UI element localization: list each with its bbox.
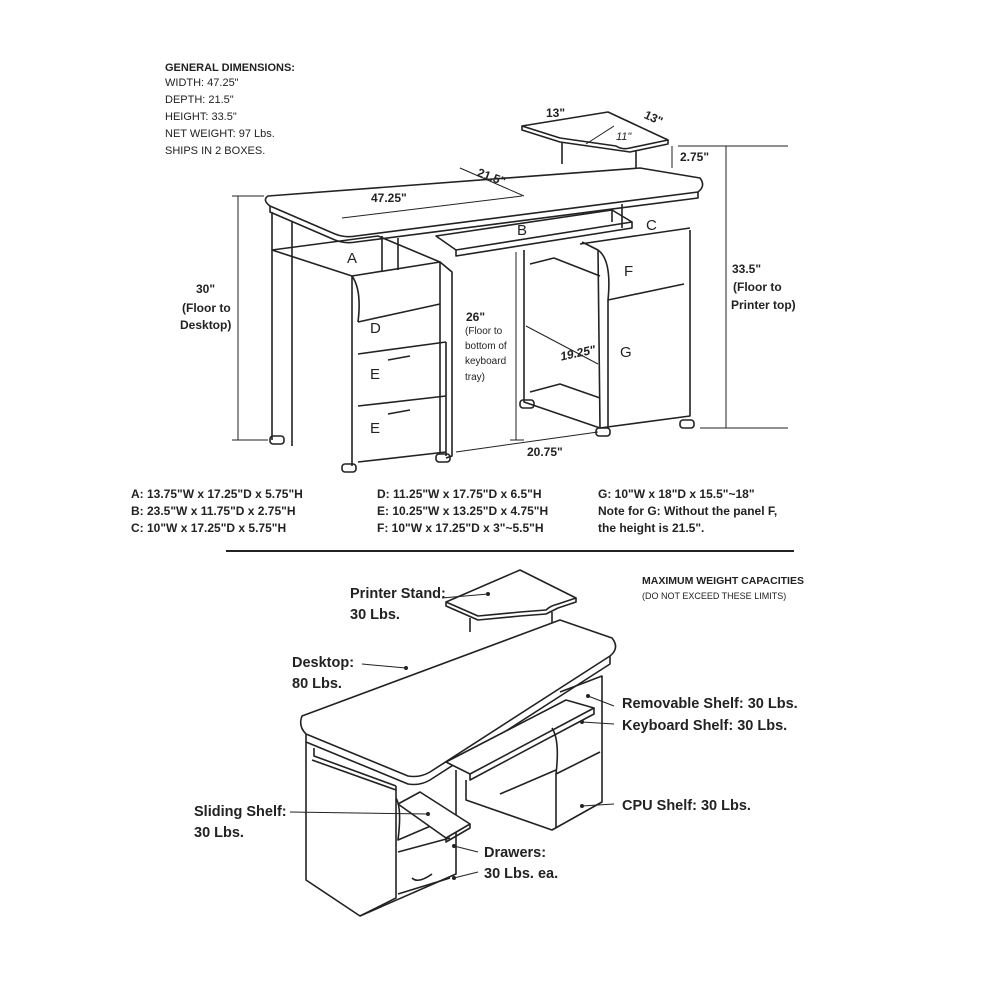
desktop-top [264,167,704,238]
general-dimensions-title: GENERAL DIMENSIONS: [165,62,295,74]
general-weight: NET WEIGHT: 97 Lbs. [165,128,275,140]
left-pedestal-shelves [357,303,447,463]
general-height: HEIGHT: 33.5" [165,111,237,123]
spec-b: B: 23.5"W x 11.75"D x 2.75"H [131,504,296,518]
compartment-e-2: E [370,420,381,437]
dim-33-5-note-1: (Floor to [733,280,782,294]
spec-a: A: 13.75"W x 17.25"D x 5.75"H [131,487,303,501]
drawer-handle-1 [387,355,411,361]
shelf-f [607,283,685,428]
section-divider [226,550,794,552]
drawer-handle-2 [387,409,411,415]
general-depth: DEPTH: 21.5" [165,94,234,106]
compartment-e-1: E [370,366,381,383]
printer-stand-legs [561,142,637,168]
compartment-b: B [517,222,528,239]
spec-g-note-1: Note for G: Without the panel F, [598,504,778,518]
label-sliding-shelf-weight: 30 Lbs. [194,825,244,841]
dim-stand-height: 2.75" [680,150,710,164]
general-width: WIDTH: 47.25" [165,77,239,89]
foot [435,453,451,463]
dim-30-note-1: (Floor to [182,301,231,315]
desk-post [381,236,399,272]
left-pedestal-front [351,262,441,466]
right-pedestal-front [579,227,691,429]
foot [519,399,535,409]
dim-26-note-1: (Floor to [465,326,503,337]
foot [595,427,611,437]
label-drawers: Drawers: [484,845,547,861]
label-desktop-weight: 80 Lbs. [292,676,342,692]
left-pedestal-side [439,261,453,459]
label-drawers-weight: 30 Lbs. ea. [484,866,559,882]
foot [679,419,695,429]
tray-rail [611,204,623,228]
dim-30: 30" [196,282,216,296]
label-sliding-shelf: Sliding Shelf: [194,804,287,820]
general-ships: SHIPS IN 2 BOXES. [165,145,266,157]
label-printer-stand-weight: 30 Lbs. [350,607,400,623]
printer-stand-top [521,111,669,150]
spec-f: F: 10"W x 17.25"D x 3"~5.5"H [377,521,544,535]
dim-top-diag: 11" [616,131,632,143]
dim-26-note-4: tray) [465,372,485,383]
right-inner-shelves [529,257,601,399]
desktop-edge [269,192,699,244]
dim-33-5: 33.5" [732,262,762,276]
dim-26-note-2: bottom of [465,341,507,352]
spec-g-note-2: the height is 21.5". [598,521,705,535]
dim-inner-width: 20.75" [527,445,563,459]
dim-width: 47.25" [371,191,407,205]
dim-top-width: 13" [546,106,566,120]
spec-d: D: 11.25"W x 17.75"D x 6.5"H [377,487,542,501]
compartment-d: D [370,320,381,337]
label-printer-stand: Printer Stand: [350,586,446,602]
dim-33-5-note-2: Printer top) [731,298,796,312]
label-removable-shelf: Removable Shelf: 30 Lbs. [622,696,798,712]
printer-stand-edge [521,126,669,153]
label-desktop: Desktop: [292,655,355,671]
label-keyboard-shelf: Keyboard Shelf: 30 Lbs. [622,718,788,734]
spec-g: G: 10"W x 18"D x 15.5"~18" [598,487,755,501]
foot [269,435,285,445]
dim-30-note-2: Desktop) [180,318,232,332]
compartment-g: G [620,344,632,361]
dim-26-note-3: keyboard [465,356,507,367]
compartment-c: C [646,217,657,234]
compartment-a: A [347,250,358,267]
foot [341,463,357,473]
dim-26: 26" [466,310,486,324]
label-cpu-shelf: CPU Shelf: 30 Lbs. [622,798,751,814]
compartment-f: F [624,263,634,280]
capacities-subtitle: (DO NOT EXCEED THESE LIMITS) [642,591,787,601]
capacities-title: MAXIMUM WEIGHT CAPACITIES [642,575,804,587]
dimension-lines [232,125,788,453]
spec-c: C: 10"W x 17.25"D x 5.75"H [131,521,287,535]
spec-e: E: 10.25"W x 13.25"D x 4.75"H [377,504,549,518]
keyboard-tray-edge [455,222,633,257]
